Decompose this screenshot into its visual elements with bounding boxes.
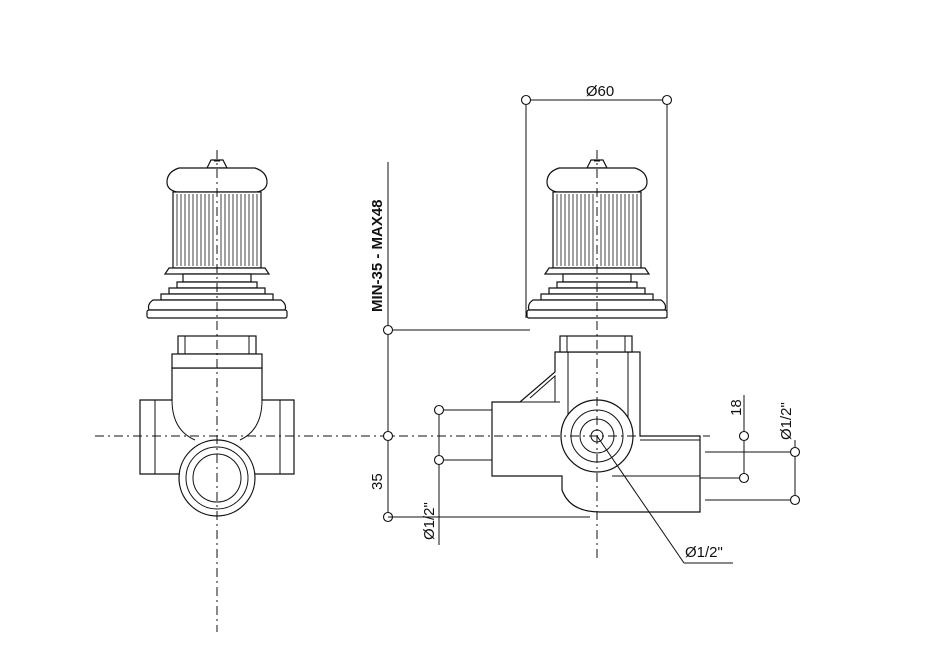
port-left-label: Ø1/2" (421, 502, 438, 540)
side-view (491, 150, 701, 560)
dim-depth-18: 18 (700, 395, 750, 484)
dim-range-vertical: MIN-35 - MAX48 35 (369, 162, 590, 523)
front-view (139, 150, 295, 632)
dim-port-left: Ø1/2" (421, 404, 492, 545)
port-center-label: Ø1/2" (685, 544, 723, 561)
diameter-top-label: Ø60 (586, 83, 614, 100)
dim-port-right: Ø1/2" (705, 402, 801, 506)
port-right-label: Ø1/2" (778, 402, 795, 440)
dim-port-center: Ø1/2" (596, 435, 733, 564)
height-35-label: 35 (369, 473, 386, 490)
dim-diameter-top: Ø60 (520, 83, 673, 318)
side-nut (559, 335, 633, 353)
depth-18-label: 18 (728, 399, 745, 416)
range-vertical-label: MIN-35 - MAX48 (369, 199, 386, 312)
